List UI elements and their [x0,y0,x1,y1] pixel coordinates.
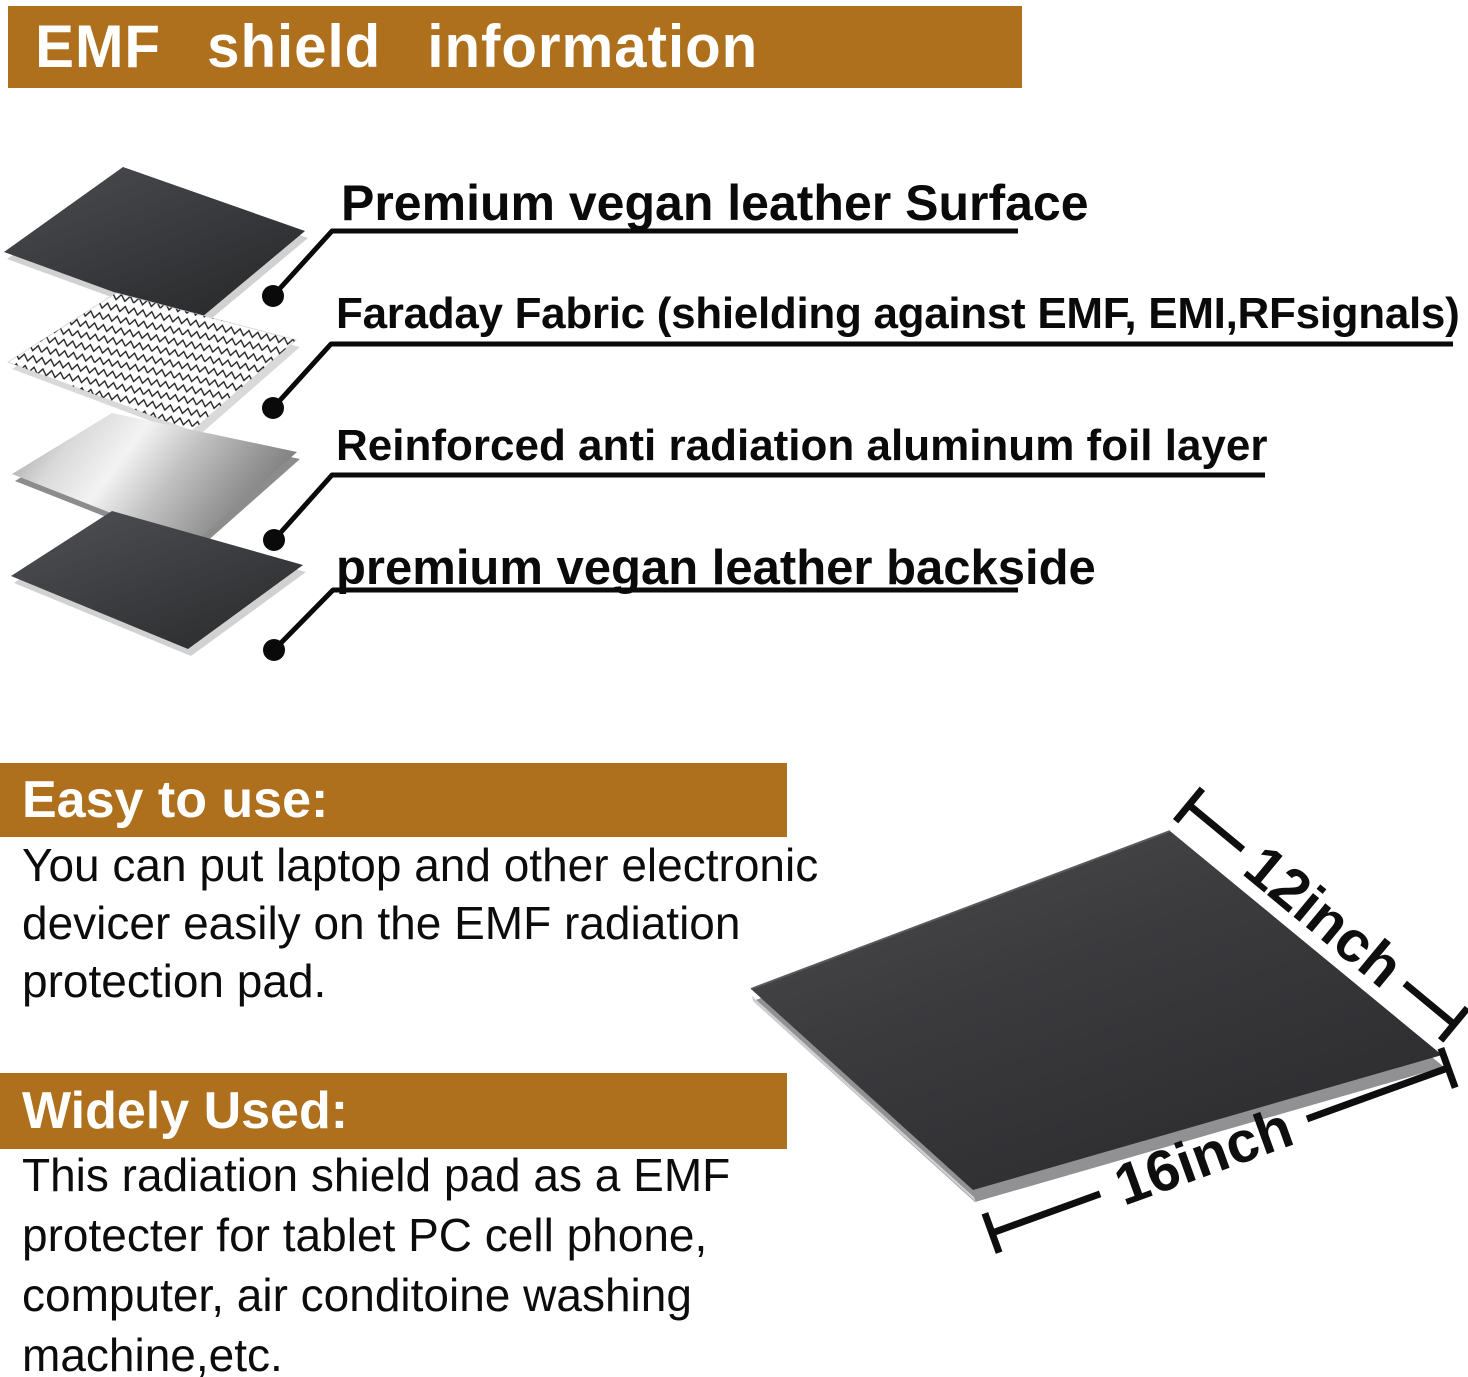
paragraph-line: You can put laptop and other electronic [22,839,819,891]
layer-label-faraday: Faraday Fabric (shielding against EMF, E… [336,289,1460,338]
paragraph-line: protection pad. [22,955,327,1007]
section-banner-easy-to-use: Easy to use: [0,763,787,837]
emf-pad [751,831,1442,1190]
paragraph-line: This radiation shield pad as a EMF [22,1149,731,1201]
paragraph-line: machine,etc. [22,1329,283,1377]
dimension-line [990,1190,1102,1237]
paragraph-line: devicer easily on the EMF radiation [22,897,741,949]
faraday-fabric-zigzag-texture [8,293,296,431]
section-banner-widely-used: Widely Used: [0,1073,787,1149]
pad-edge-highlight [752,996,976,1202]
layer-diagram [4,167,1453,661]
widely-used-paragraph: This radiation shield pad as a EMF prote… [22,1145,730,1377]
header-banner: EMF shield information [8,6,1022,88]
dimension-line [1402,980,1457,1027]
dimension-line [1305,1064,1450,1123]
dimension-line [1186,802,1246,853]
layer-label-aluminum: Reinforced anti radiation aluminum foil … [336,421,1268,470]
product-photo: 12inch 16inch [750,786,1468,1254]
dimension-tick [1437,1046,1459,1089]
aluminum-foil-layer [12,413,297,545]
section-heading-easy-to-use: Easy to use: [22,771,329,829]
callout-line [270,228,335,299]
callout-line [271,587,336,653]
easy-to-use-paragraph: You can put laptop and other electronic … [22,836,818,1010]
vegan-leather-surface-layer [4,167,305,322]
section-heading-widely-used: Widely Used: [22,1082,349,1140]
layer-label-surface: Premium vegan leather Surface [341,175,1089,231]
vegan-leather-backside-layer [11,511,303,649]
layer-label-backside: premium vegan leather backside [336,541,1096,595]
pad-top-edge-line [750,830,1171,990]
paragraph-line: protecter for tablet PC cell phone, [22,1209,708,1261]
callout-line [270,341,334,411]
callout-line [271,472,335,543]
page-title: EMF shield information [35,13,759,80]
paragraph-line: computer, air conditoine washing [22,1269,692,1321]
dimension-tick [1437,1005,1468,1043]
